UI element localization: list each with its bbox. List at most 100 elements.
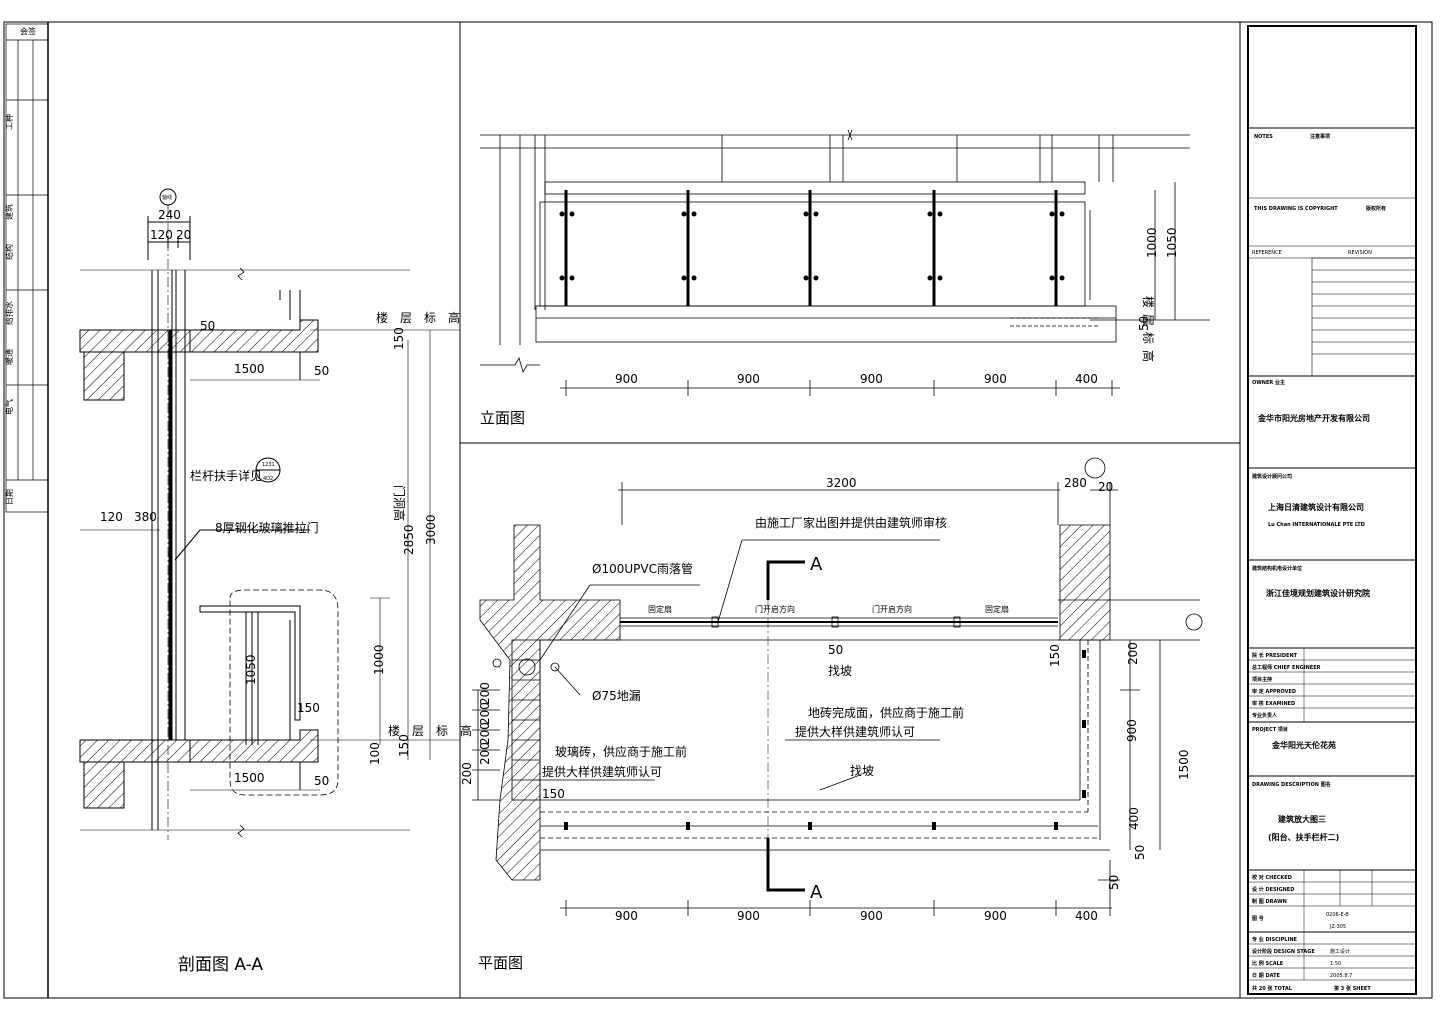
section-view: [79, 188, 460, 840]
slope-1: 找坡: [828, 664, 852, 678]
designer-cn: 上海日清建筑设计有限公司: [1268, 502, 1364, 512]
total-label: 共 20 张 TOTAL: [1252, 985, 1293, 992]
dim-1500-bottom: 1500: [234, 771, 265, 785]
plan-dim-150-left: 150: [542, 787, 565, 801]
plan-dim-3200: 3200: [826, 476, 857, 490]
dim-50-bottom: 50: [314, 774, 329, 788]
elevation-view: [480, 129, 1210, 396]
plan-span-1: 900: [737, 909, 760, 923]
section-texts: 轴线 240 120 20 1500 50 50 150 楼层标高 楼层标高 门…: [100, 194, 484, 975]
dim-100-bottom: 100: [368, 742, 382, 765]
designer-label: 建筑设计顾问公司: [1251, 473, 1292, 480]
dim-1500-top: 1500: [234, 362, 265, 376]
plan-dim-50-door: 50: [828, 643, 843, 657]
elev-dim-3: 900: [984, 372, 1007, 386]
role-2: 项目主持: [1252, 676, 1272, 683]
date-label: 日 期 DATE: [1252, 972, 1281, 979]
dim-3000: 3000: [424, 514, 438, 545]
elev-h50: 50: [1137, 316, 1151, 331]
drawing-label: DRAWING DESCRIPTION 图名: [1252, 781, 1331, 788]
fixed-fan-right: 固定扇: [985, 604, 1009, 614]
cut-a-top: A: [810, 554, 823, 575]
plan-dim-1500-right: 1500: [1177, 749, 1191, 780]
drawing-title-2: (阳台、扶手栏杆二): [1268, 832, 1339, 842]
designer-en: Lu Chan INTERNATIONALE PTE LTD: [1268, 522, 1365, 528]
dim-2850: 2850: [402, 524, 416, 555]
cut-a-bottom: A: [810, 882, 823, 903]
stage-value: 施工设计: [1330, 948, 1350, 955]
reference-label: REFERENCE: [1252, 250, 1282, 256]
project-name: 金华阳光天伦花苑: [1271, 740, 1336, 750]
left-sign-strip: [5, 23, 49, 513]
railing-detail-label: 栏杆扶手详见: [190, 468, 262, 483]
tile-note-1: 地砖完成面，供应商于施工前: [808, 705, 964, 720]
elev-dim-4: 400: [1075, 372, 1098, 386]
plan-left-stack-0: 200: [478, 682, 492, 705]
project-label: PROJECT 项目: [1252, 726, 1288, 733]
section-title: 剖面图 A-A: [178, 955, 263, 975]
plan-view: [472, 457, 1203, 916]
tile-note-2: 提供大样供建筑师认可: [795, 724, 915, 739]
left-strip-labels: 会签 工种 建筑 结构 给排水 暖通 电气 日期: [4, 26, 36, 505]
scale-value: 1:50: [1330, 961, 1341, 967]
plan-dim-200-right: 200: [1126, 642, 1140, 665]
plan-span-0: 900: [615, 909, 638, 923]
plan-span-3: 900: [984, 909, 1007, 923]
elev-dim-1: 900: [737, 372, 760, 386]
plan-span-2: 900: [860, 909, 883, 923]
strip-row-0: 会签: [20, 26, 36, 36]
copyright-cn: 版权所有: [1366, 205, 1386, 212]
fixed-fan-left: 固定扇: [648, 604, 672, 614]
strip-row-4: 给排水: [4, 301, 14, 325]
scale-label: 比 例 SCALE: [1252, 960, 1284, 967]
stage-label: 设计阶段 DESIGN STAGE: [1252, 948, 1315, 955]
floor-level-top: 楼层标高: [376, 310, 472, 325]
strip-row-7: 日期: [5, 489, 14, 505]
dim-50-right: 50: [200, 319, 215, 333]
checked-label: 校 对 CHECKED: [1252, 874, 1292, 881]
local-designer: 浙江佳境规划建筑设计研究院: [1266, 588, 1370, 598]
role-1: 总工程师 CHIEF ENGINEER: [1252, 664, 1321, 671]
glass-brick-2: 提供大样供建筑师认可: [542, 764, 662, 779]
dim-150-top: 150: [392, 327, 406, 350]
supplier-note: 由施工厂家出图并提供由建筑师审核: [755, 515, 947, 530]
dim-120: 120: [150, 228, 173, 242]
dim-150-rail: 150: [297, 701, 320, 715]
notes-cn: 注意事项: [1310, 133, 1330, 140]
plan-span-4: 400: [1075, 909, 1098, 923]
role-0: 院 长 PRESIDENT: [1252, 652, 1298, 659]
strip-row-2: 建筑: [4, 204, 14, 220]
plan-dim-900-right: 900: [1125, 719, 1139, 742]
plan-title: 平面图: [478, 954, 523, 972]
door-height-label: 门洞高: [392, 485, 407, 521]
ref-bottom: 4D2: [263, 476, 273, 482]
plan-texts: 3200 280 20 由施工厂家出图并提供由建筑师审核 A A Ø100UPV…: [460, 476, 1191, 972]
dim-240: 240: [158, 208, 181, 222]
plan-left-stack-2: 200: [478, 722, 492, 745]
plan-left-stack-3: 200: [478, 742, 492, 765]
discipline-label: 专 业 DISCIPLINE: [1252, 936, 1298, 943]
elev-h1000: 1000: [1145, 227, 1159, 258]
owner-label: OWNER 业主: [1252, 379, 1285, 386]
drawing-no-1: 0206-E-B: [1326, 912, 1349, 918]
plan-dim-50-right: 50: [1133, 845, 1147, 860]
owner-name: 金华市阳光房地产开发有限公司: [1257, 413, 1370, 423]
elev-dim-0: 900: [615, 372, 638, 386]
plan-dim-50-bottom: 50: [1107, 875, 1121, 890]
sheet-label: 第 3 张 SHEET: [1334, 985, 1371, 992]
floor-level-bottom: 楼层标高: [388, 723, 484, 738]
drawn-label: 制 图 DRAWN: [1252, 898, 1287, 905]
strip-row-1: 工种: [4, 114, 14, 130]
role-4: 审 核 EXAMINED: [1252, 700, 1295, 707]
elevation-title: 立面图: [480, 409, 525, 427]
dim-50-top: 50: [314, 364, 329, 378]
elev-floor-level: 楼层标高: [1141, 296, 1156, 368]
title-block: [1247, 25, 1417, 995]
revision-label: REVISION: [1348, 250, 1372, 256]
title-block-texts: NOTES 注意事项 THIS DRAWING IS COPYRIGHT 版权所…: [1251, 133, 1386, 992]
door-open-left: 门开启方向: [755, 604, 795, 614]
local-designer-label: 建筑结构机电设计单位: [1251, 565, 1302, 572]
dim-150-bottom: 150: [397, 734, 411, 757]
copyright-label: THIS DRAWING IS COPYRIGHT: [1254, 206, 1338, 212]
